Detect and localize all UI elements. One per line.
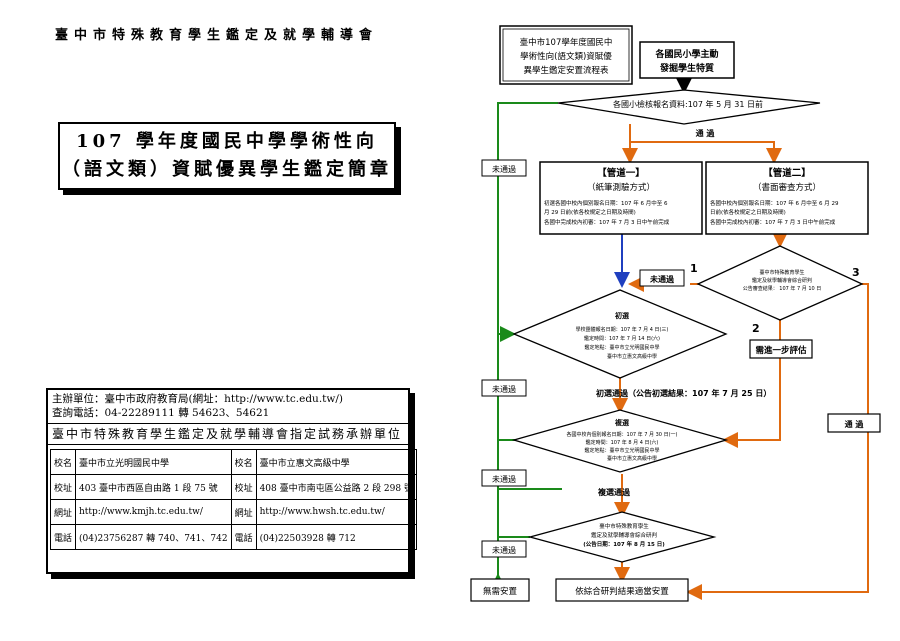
- fail-label: 未通過: [492, 474, 516, 484]
- fail-label-box: [481, 379, 527, 397]
- fail-label-box: [639, 269, 685, 287]
- table-cell: http://www.hwsh.tc.edu.tw/: [255, 499, 417, 525]
- placement-box: [555, 578, 689, 602]
- table-cell: (04)22503928 轉 712: [255, 524, 417, 550]
- further-eval-box: [749, 339, 813, 359]
- second-line: 各國中校內個別報名日期：107 年 7 月 30 日(一): [567, 431, 678, 438]
- table-cell: 408 臺中市南屯區公益路 2 段 298 號: [255, 474, 417, 500]
- route1-title: 【管道一】: [597, 167, 645, 179]
- flow-title-line: 臺中市107學年度國民中: [520, 37, 613, 48]
- review-line: 臺中市特殊教育學生: [759, 269, 804, 276]
- final-line: (公告日期：107 年 8 月 15 日): [583, 540, 665, 548]
- pass-label: 通 過: [696, 128, 716, 138]
- connector-eval-to-second: [722, 358, 781, 448]
- route-number-2: 2: [752, 322, 760, 335]
- no-placement-label: 無需安置: [483, 586, 518, 597]
- route1-line: 月 29 日前(依各校規定之日期及時間): [544, 208, 636, 216]
- exam-unit-header: 臺中市特殊教育學生鑑定及就學輔導會指定試務承辦單位: [48, 423, 408, 445]
- school-table: 校名 臺中市立光明國民中學 校名 臺中市立惠文高級中學 校址 403 臺中市西區…: [49, 449, 417, 550]
- table-cell: 臺中市立惠文高級中學: [255, 449, 417, 475]
- table-row: 電話 (04)23756287 轉 740、741、742 電話 (04)225…: [49, 524, 417, 550]
- table-row: 網址 http://www.kmjh.tc.edu.tw/ 網址 http://…: [49, 499, 417, 525]
- second-pass-label: 複選通過: [597, 487, 631, 497]
- main-title-line1: 107 學年度國民中學學術性向: [76, 131, 378, 152]
- table-cell: 網址: [230, 499, 257, 525]
- route2-line: 各國中完成校內初審：107 年 7 月 3 日中午前完成: [710, 218, 836, 226]
- flow-title-inner: [502, 28, 630, 82]
- placement-label: 依綜合研判結果適當安置: [575, 586, 669, 597]
- table-cell: 電話: [49, 524, 77, 550]
- start-line: 各國民小學主動: [654, 48, 718, 60]
- flow-title-line: 學術性向(語文類)資賦優: [520, 51, 612, 62]
- review-line: 公告審查結果： 107 年 7 月 10 日: [743, 285, 822, 292]
- no-placement-box: [470, 578, 530, 602]
- prelim-pass-label: 初選通過（公告初選結果：107 年 7 月 25 日）: [596, 388, 771, 398]
- review-diamond: [696, 245, 864, 321]
- second-diamond: [511, 409, 729, 473]
- final-line: 鑑定及就學輔導會綜合研判: [591, 531, 657, 539]
- fail-label-box: [481, 159, 527, 177]
- table-cell: (04)23756287 轉 740、741、742: [75, 524, 232, 550]
- final-line: 臺中市特殊教育學生: [599, 522, 649, 530]
- route1-line: 初選各國中校內個別報名日期：107 年 6 月中至 6: [544, 199, 668, 207]
- flow-title-line: 異學生鑑定安置流程表: [523, 65, 609, 76]
- route1-line: 各國中完成校內初審：107 年 7 月 3 日中午前完成: [544, 218, 670, 226]
- route1-box: [539, 161, 703, 235]
- table-row: 校名 臺中市立光明國民中學 校名 臺中市立惠文高級中學: [49, 449, 417, 475]
- prelim-line: 臺中市立惠文高級中學: [607, 353, 657, 360]
- prelim-diamond: [512, 289, 728, 379]
- further-eval-label: 需進一步評估: [755, 345, 807, 356]
- fail-label: 未通過: [492, 545, 516, 555]
- organizer-line: 主辦單位：臺中市政府教育局(網址：http://www.tc.edu.tw/): [52, 393, 343, 405]
- connector-review-3: [686, 283, 869, 600]
- route2-line: 日前(依各校規定之日期及時間): [710, 208, 786, 216]
- second-line: 鑑定地點：臺中市立光明國民中學: [584, 447, 659, 454]
- table-cell: 電話: [230, 524, 257, 550]
- screening-diamond: [557, 89, 821, 125]
- fail-label: 未通過: [492, 164, 516, 174]
- contact-info-box: 主辦單位：臺中市政府教育局(網址：http://www.tc.edu.tw/) …: [46, 388, 417, 574]
- route1-subtitle: （紙筆測驗方式）: [587, 182, 655, 193]
- table-cell: 403 臺中市西區自由路 1 段 75 號: [75, 474, 232, 500]
- second-title: 複選: [614, 418, 629, 427]
- route2-subtitle: （書面審查方式）: [753, 182, 821, 193]
- start-line: 發掘學生特質: [659, 62, 714, 74]
- screening-text: 各國小檢核報名資料:107 年 5 月 31 日前: [613, 99, 763, 109]
- route2-box: [705, 161, 869, 235]
- final-diamond: [527, 511, 717, 563]
- org-title: 臺中市特殊教育學生鑑定及就學輔導會: [55, 28, 379, 43]
- fail-label-box: [481, 540, 527, 558]
- prelim-line: 學校團體報名日期：107 年 7 月 4 日(三): [576, 326, 669, 333]
- route-number-3: 3: [852, 266, 860, 279]
- pass-route3-label: 通 過: [845, 419, 865, 429]
- prelim-line: 鑑定地點：臺中市立光明國民中學: [584, 344, 659, 351]
- connector-pass-to-route2: [629, 124, 782, 164]
- prelim-line: 鑑定時間：107 年 7 月 14 日(六): [584, 335, 660, 342]
- fail-label-box: [481, 469, 527, 487]
- review-line: 鑑定及就學輔導會綜合研判: [752, 277, 812, 284]
- second-line: 臺中市立惠文高級中學: [607, 455, 657, 462]
- main-title-box: 107 學年度國民中學學術性向 （語文類）資賦優異學生鑑定簡章: [58, 122, 396, 190]
- phone-line: 查詢電話：04-22289111 轉 54623、54621: [52, 407, 270, 419]
- fail-label: 未通過: [492, 384, 516, 394]
- table-cell: 網址: [49, 499, 77, 525]
- route2-title: 【管道二】: [763, 167, 811, 179]
- flow-title-box: [499, 25, 633, 85]
- second-line: 鑑定時間：107 年 8 月 4 日(六): [586, 439, 659, 446]
- start-box: [639, 41, 735, 79]
- connector-fail-lane: [497, 102, 558, 595]
- fail-label: 未通過: [649, 274, 675, 284]
- main-title-line2: （語文類）資賦優異學生鑑定簡章: [62, 159, 392, 180]
- prelim-title: 初選: [615, 311, 629, 320]
- route2-line: 各國中校內個別報名日期：107 年 6 月中至 6 月 29: [710, 199, 839, 207]
- route-number-1: 1: [690, 262, 698, 275]
- pass-route3-box: [827, 413, 881, 433]
- table-cell: http://www.kmjh.tc.edu.tw/: [75, 499, 232, 525]
